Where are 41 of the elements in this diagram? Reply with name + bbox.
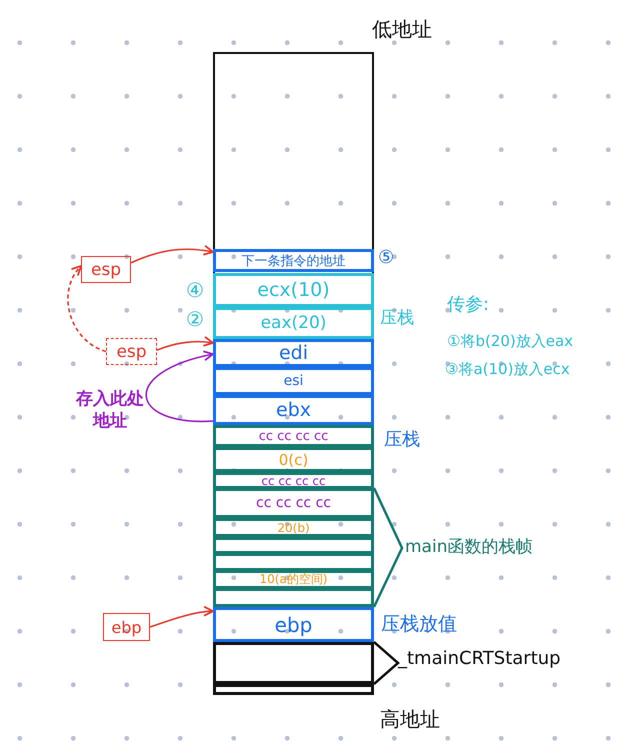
register-box: ebp bbox=[103, 613, 150, 641]
bracket-label: _tmainCRTStartup bbox=[398, 648, 561, 669]
address-heading: 低地址 bbox=[372, 16, 432, 43]
step-number: ④ bbox=[186, 278, 204, 302]
stack-cell: 0(c) bbox=[213, 447, 374, 472]
stack-cell: ebx bbox=[213, 395, 374, 425]
annotation: 传参: bbox=[447, 293, 490, 316]
empty-stack-cell bbox=[213, 642, 374, 684]
stack-cell: cc cc cc cc bbox=[213, 472, 374, 489]
empty-stack-cell bbox=[213, 684, 374, 695]
annotation: ①将b(20)放入eax bbox=[447, 332, 574, 351]
arrow bbox=[150, 606, 214, 628]
edge-label: 存入此处地址 bbox=[74, 388, 145, 432]
arrow bbox=[130, 245, 214, 264]
bracket-label: main函数的栈帧 bbox=[405, 536, 532, 558]
stack-cell: ecx(10) bbox=[213, 273, 374, 307]
stack-cell: eax(20) bbox=[213, 307, 374, 339]
empty-stack-cell bbox=[213, 537, 374, 554]
arrow bbox=[146, 351, 214, 422]
annotation: ③将a(10)放入ecx bbox=[445, 360, 570, 379]
step-number: ⑤ bbox=[378, 247, 394, 268]
stack-cell: ebp bbox=[213, 607, 374, 642]
annotation: 压栈 bbox=[384, 428, 420, 451]
stack-cell: 下一条指令的地址 bbox=[213, 249, 374, 272]
register-box: esp bbox=[81, 256, 131, 283]
stack-cell: 10(a的空间) bbox=[213, 570, 374, 589]
empty-stack-cell bbox=[213, 588, 374, 607]
stack-cell: 20(b) bbox=[213, 518, 374, 537]
annotation: 压栈放值 bbox=[381, 612, 457, 637]
stack-column bbox=[213, 52, 374, 695]
arrow bbox=[156, 336, 214, 351]
stack-cell: cc cc cc cc bbox=[213, 488, 374, 518]
arrow bbox=[67, 265, 106, 352]
stack-cell: edi bbox=[213, 339, 374, 367]
stack-cell: esi bbox=[213, 367, 374, 395]
annotation: 压栈 bbox=[380, 307, 414, 329]
register-box: esp bbox=[106, 338, 157, 365]
stack-cell: cc cc cc cc bbox=[213, 425, 374, 447]
address-heading: 高地址 bbox=[380, 706, 440, 733]
step-number: ② bbox=[186, 307, 204, 331]
empty-stack-cell bbox=[213, 553, 374, 571]
